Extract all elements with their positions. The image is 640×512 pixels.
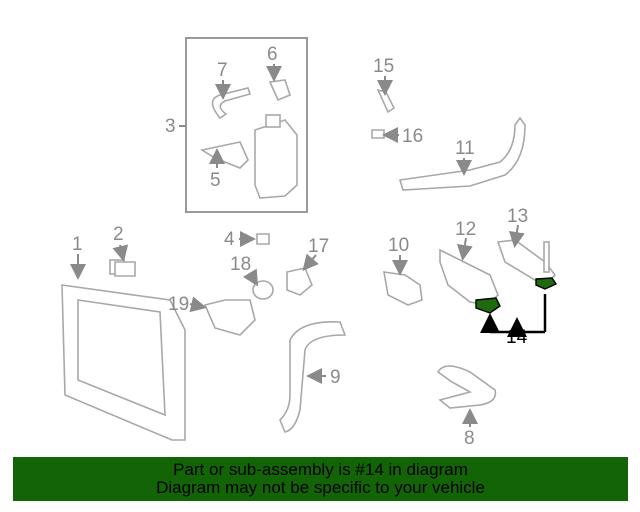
callout-2: 2 — [113, 224, 124, 245]
thermostat-17 — [286, 267, 313, 296]
gasket-14-a[interactable] — [475, 297, 501, 314]
callout-11: 11 — [455, 138, 475, 159]
callout-5: 5 — [210, 170, 221, 191]
gasket-18 — [252, 280, 274, 300]
callout-19: 19 — [168, 294, 189, 315]
callout-4: 4 — [224, 229, 235, 250]
reservoir-hose — [211, 87, 252, 120]
callout-7: 7 — [217, 60, 228, 81]
pipe-13-stem — [543, 241, 550, 273]
parts-diagram: 1 2 3 4 5 6 7 8 9 10 11 12 13 14 15 16 1… — [61, 37, 558, 449]
callout-14[interactable]: 14 — [506, 327, 528, 348]
pipe-11 — [398, 116, 526, 191]
housing-10 — [383, 271, 423, 306]
hose-8 — [436, 365, 497, 409]
reservoir-cap-part — [268, 79, 291, 102]
callout-leaders — [70, 64, 525, 427]
reservoir-bracket — [199, 141, 249, 169]
radiator — [61, 259, 186, 441]
reservoir-tank — [254, 114, 298, 199]
gasket-14-b[interactable] — [535, 277, 558, 290]
clip-16 — [371, 129, 385, 139]
callout-9: 9 — [330, 367, 341, 388]
callout-17: 17 — [308, 236, 329, 257]
callout-12: 12 — [455, 219, 476, 240]
callout-8: 8 — [464, 428, 475, 449]
part-info-banner: Part or sub-assembly is #14 in diagram D… — [13, 457, 628, 501]
callout-3: 3 — [165, 116, 176, 137]
hose-9 — [279, 321, 347, 433]
callout-16: 16 — [402, 126, 423, 147]
callout-13: 13 — [507, 206, 528, 227]
radiator-cap — [114, 261, 136, 277]
sensor-15 — [376, 88, 396, 114]
callout-1: 1 — [72, 234, 83, 255]
pipe-12 — [439, 248, 499, 306]
callout-6: 6 — [267, 44, 278, 65]
plug-4 — [256, 233, 270, 245]
banner-line-2: Diagram may not be specific to your vehi… — [156, 478, 485, 497]
water-outlet — [203, 299, 256, 336]
callout-10: 10 — [388, 235, 409, 256]
callout-18: 18 — [230, 254, 251, 275]
callout-15: 15 — [373, 56, 394, 77]
banner-line-1: Part or sub-assembly is #14 in diagram — [173, 460, 468, 479]
